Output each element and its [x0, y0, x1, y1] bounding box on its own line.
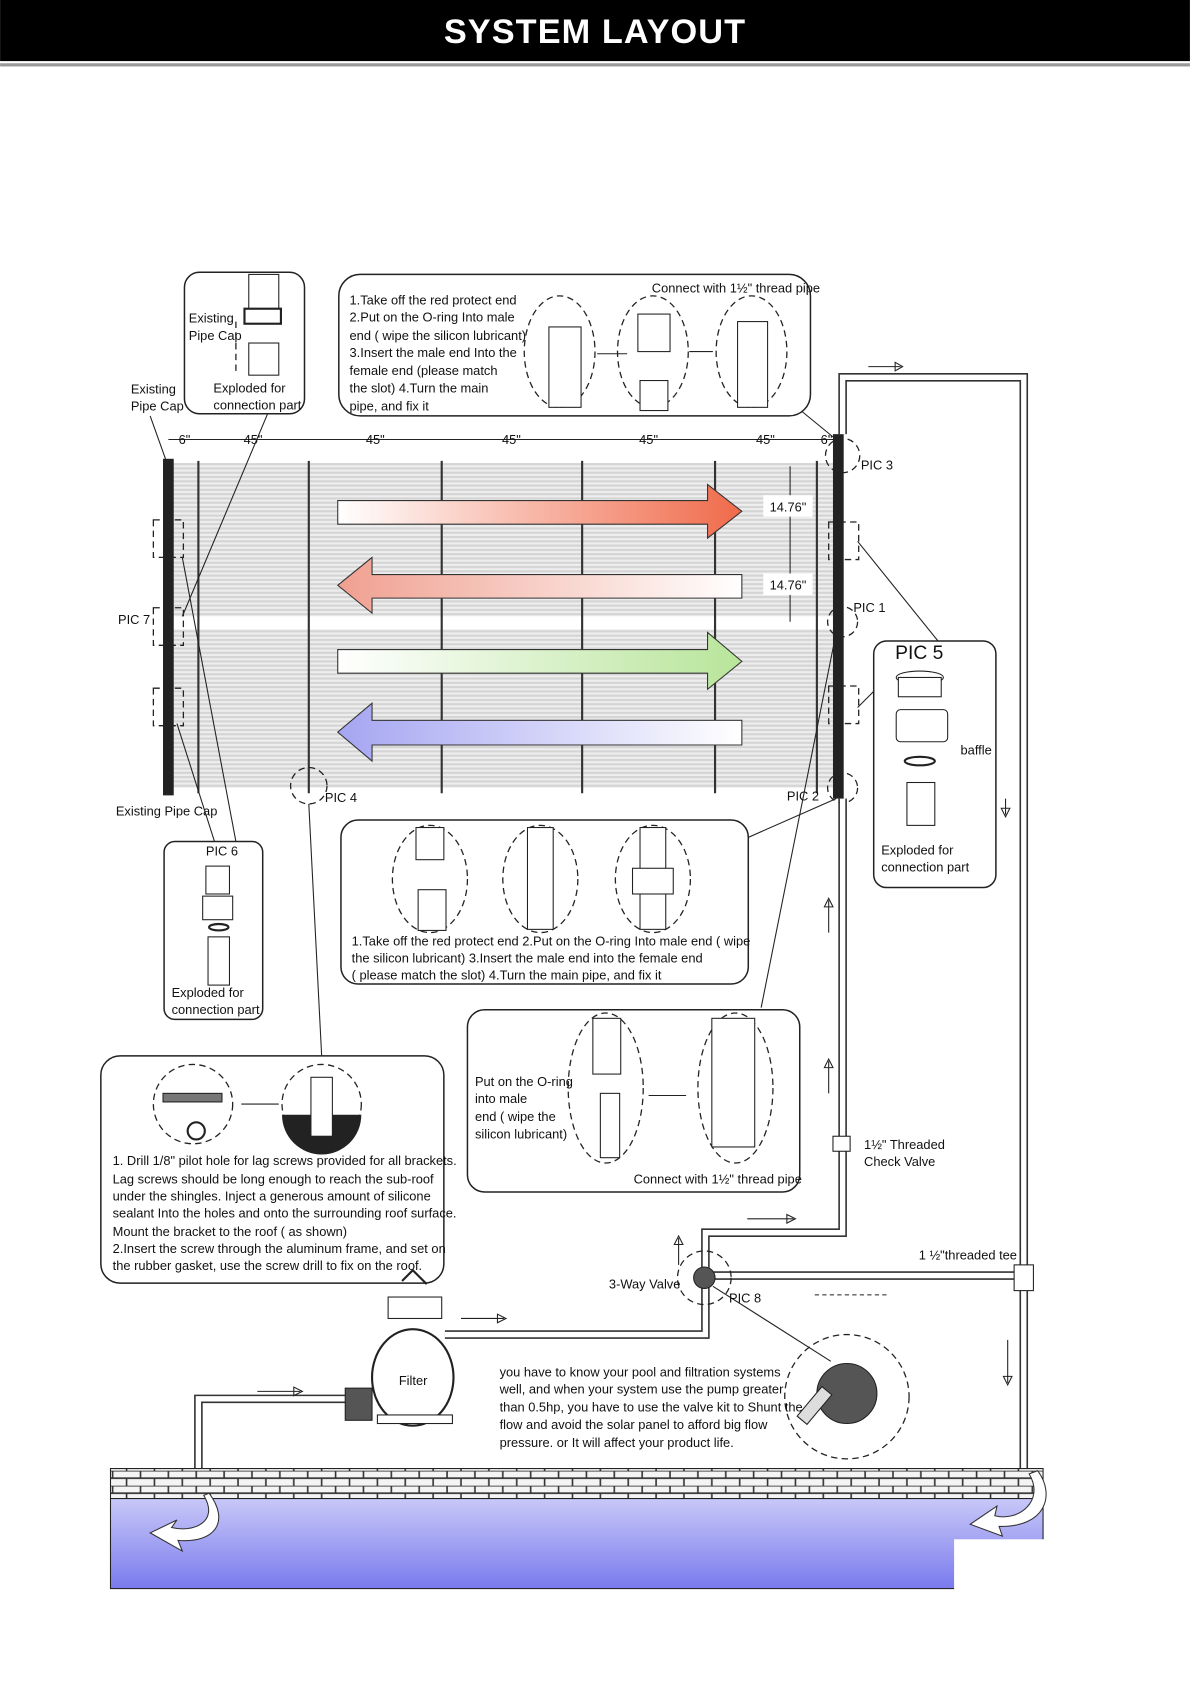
callout-line: into male [475, 1091, 527, 1106]
tee-label: 1 ½"threaded tee [919, 1248, 1017, 1263]
callout-line: 1.Take off the red protect end 2.Put on … [352, 933, 751, 948]
callout-line: sealant Into the holes and onto the surr… [113, 1206, 457, 1221]
spacing-label: 14.76" [770, 578, 807, 593]
note-line: well, and when your system use the pump … [499, 1382, 784, 1397]
header-bar [0, 0, 1190, 62]
three-way-valve [693, 1266, 716, 1289]
dim-label: 45" [502, 432, 521, 447]
plumbing [194, 361, 1034, 1471]
callout-line: Mount the bracket to the roof ( as shown… [113, 1224, 347, 1239]
callout-line: the silicon lubricant) 3.Insert the male… [352, 951, 703, 966]
check-valve-label: Check Valve [864, 1154, 935, 1169]
pool-water [109, 1498, 1044, 1590]
callout-mounting [100, 1055, 445, 1284]
left-header-pipe [163, 458, 174, 796]
exploded-label: connection part [213, 397, 301, 412]
note-line: than 0.5hp, you have to use the valve ki… [500, 1400, 803, 1415]
callout-line: 1.Take off the red protect end [350, 292, 517, 307]
callout-line: end ( wipe the [475, 1109, 556, 1124]
dim-label: 45" [639, 432, 658, 447]
pic5-label: PIC 5 [895, 643, 943, 664]
callout-heading: Connect with 1½" thread pipe [652, 281, 820, 296]
pic7-label: PIC 7 [118, 612, 150, 627]
check-valve-label: 1½" Threaded [864, 1137, 945, 1152]
callout-line: end ( wipe the silicon lubricant) [350, 328, 527, 343]
callout-line: Put on the O-ring [475, 1074, 573, 1089]
note-line: flow and avoid the solar panel to afford… [500, 1417, 769, 1432]
callout-line: the rubber gasket, use the screw drill t… [113, 1258, 422, 1273]
callout-line: Lag screws should be long enough to reac… [113, 1171, 434, 1186]
filter-label: Filter [399, 1373, 428, 1388]
right-header-pipe [832, 434, 844, 799]
callout-line: pipe, and fix it [350, 399, 430, 414]
existing-pipe-cap-label: Pipe Cap [189, 328, 242, 343]
exploded-label: Exploded for [213, 380, 286, 395]
callout-line: female end (please match [350, 363, 498, 378]
flow-arrow-left-blue [336, 702, 743, 763]
exploded-label: connection part [172, 1002, 260, 1017]
existing-pipe-cap-label: Existing [189, 311, 234, 326]
flow-arrow-left-pink [336, 556, 743, 615]
baffle-label: baffle [961, 743, 992, 758]
pic4-label: PIC 4 [325, 790, 357, 805]
pic1-label: PIC 1 [853, 600, 885, 615]
water-intake-arrow [969, 1470, 1047, 1537]
note-line: pressure. or It will affect your product… [500, 1435, 734, 1450]
pic5-exploded-callout [872, 640, 997, 889]
callout-line: 2.Put on the O-ring Into male [350, 310, 515, 325]
water-return-arrow [148, 1492, 220, 1553]
callout-line: 1. Drill 1/8" pilot hole for lag screws … [113, 1153, 457, 1168]
solar-panel: 6" 45" 45" 45" 45" 45" 6" 14.76" 14.76" [152, 432, 861, 805]
exploded-label: connection part [881, 859, 969, 874]
check-valve [832, 1135, 851, 1152]
callout-line: silicon lubricant) [475, 1126, 567, 1141]
exploded-label: Exploded for [172, 985, 245, 1000]
note-line: you have to know your pool and filtratio… [500, 1364, 781, 1379]
existing-pipe-cap-label: Existing [131, 381, 176, 396]
filter-pump [344, 1268, 455, 1427]
three-way-valve-label: 3-Way Valve [609, 1276, 680, 1291]
callout-heading: Connect with 1½" thread pipe [634, 1171, 802, 1186]
dim-label: 6" [179, 432, 191, 447]
dim-label: 45" [244, 432, 263, 447]
page-title: SYSTEM LAYOUT [444, 13, 746, 51]
callout-line: 2.Insert the screw through the aluminum … [113, 1241, 446, 1256]
pool-wall [109, 1468, 1044, 1500]
callout-line: ( please match the slot) 4.Turn the main… [352, 968, 662, 983]
dim-label: 45" [366, 432, 385, 447]
dim-label: 45" [756, 432, 775, 447]
existing-pipe-cap-label: Pipe Cap [131, 399, 184, 414]
threaded-tee [1013, 1264, 1034, 1292]
callout-line: the slot) 4.Turn the main [350, 380, 489, 395]
flow-arrow-right-green [337, 631, 743, 691]
spacing-label: 14.76" [770, 499, 807, 514]
callout-line: under the shingles. Inject a generous am… [113, 1189, 431, 1204]
exploded-label: Exploded for [881, 842, 954, 857]
flow-arrow-right-red [337, 483, 743, 540]
existing-pipe-cap-label: Existing Pipe Cap [116, 804, 217, 819]
pic8-label: PIC 8 [729, 1290, 761, 1305]
pic6-label: PIC 6 [206, 843, 238, 858]
callout-line: 3.Insert the male end Into the [350, 345, 517, 360]
dim-label: 6" [821, 432, 833, 447]
pic3-label: PIC 3 [861, 458, 893, 473]
